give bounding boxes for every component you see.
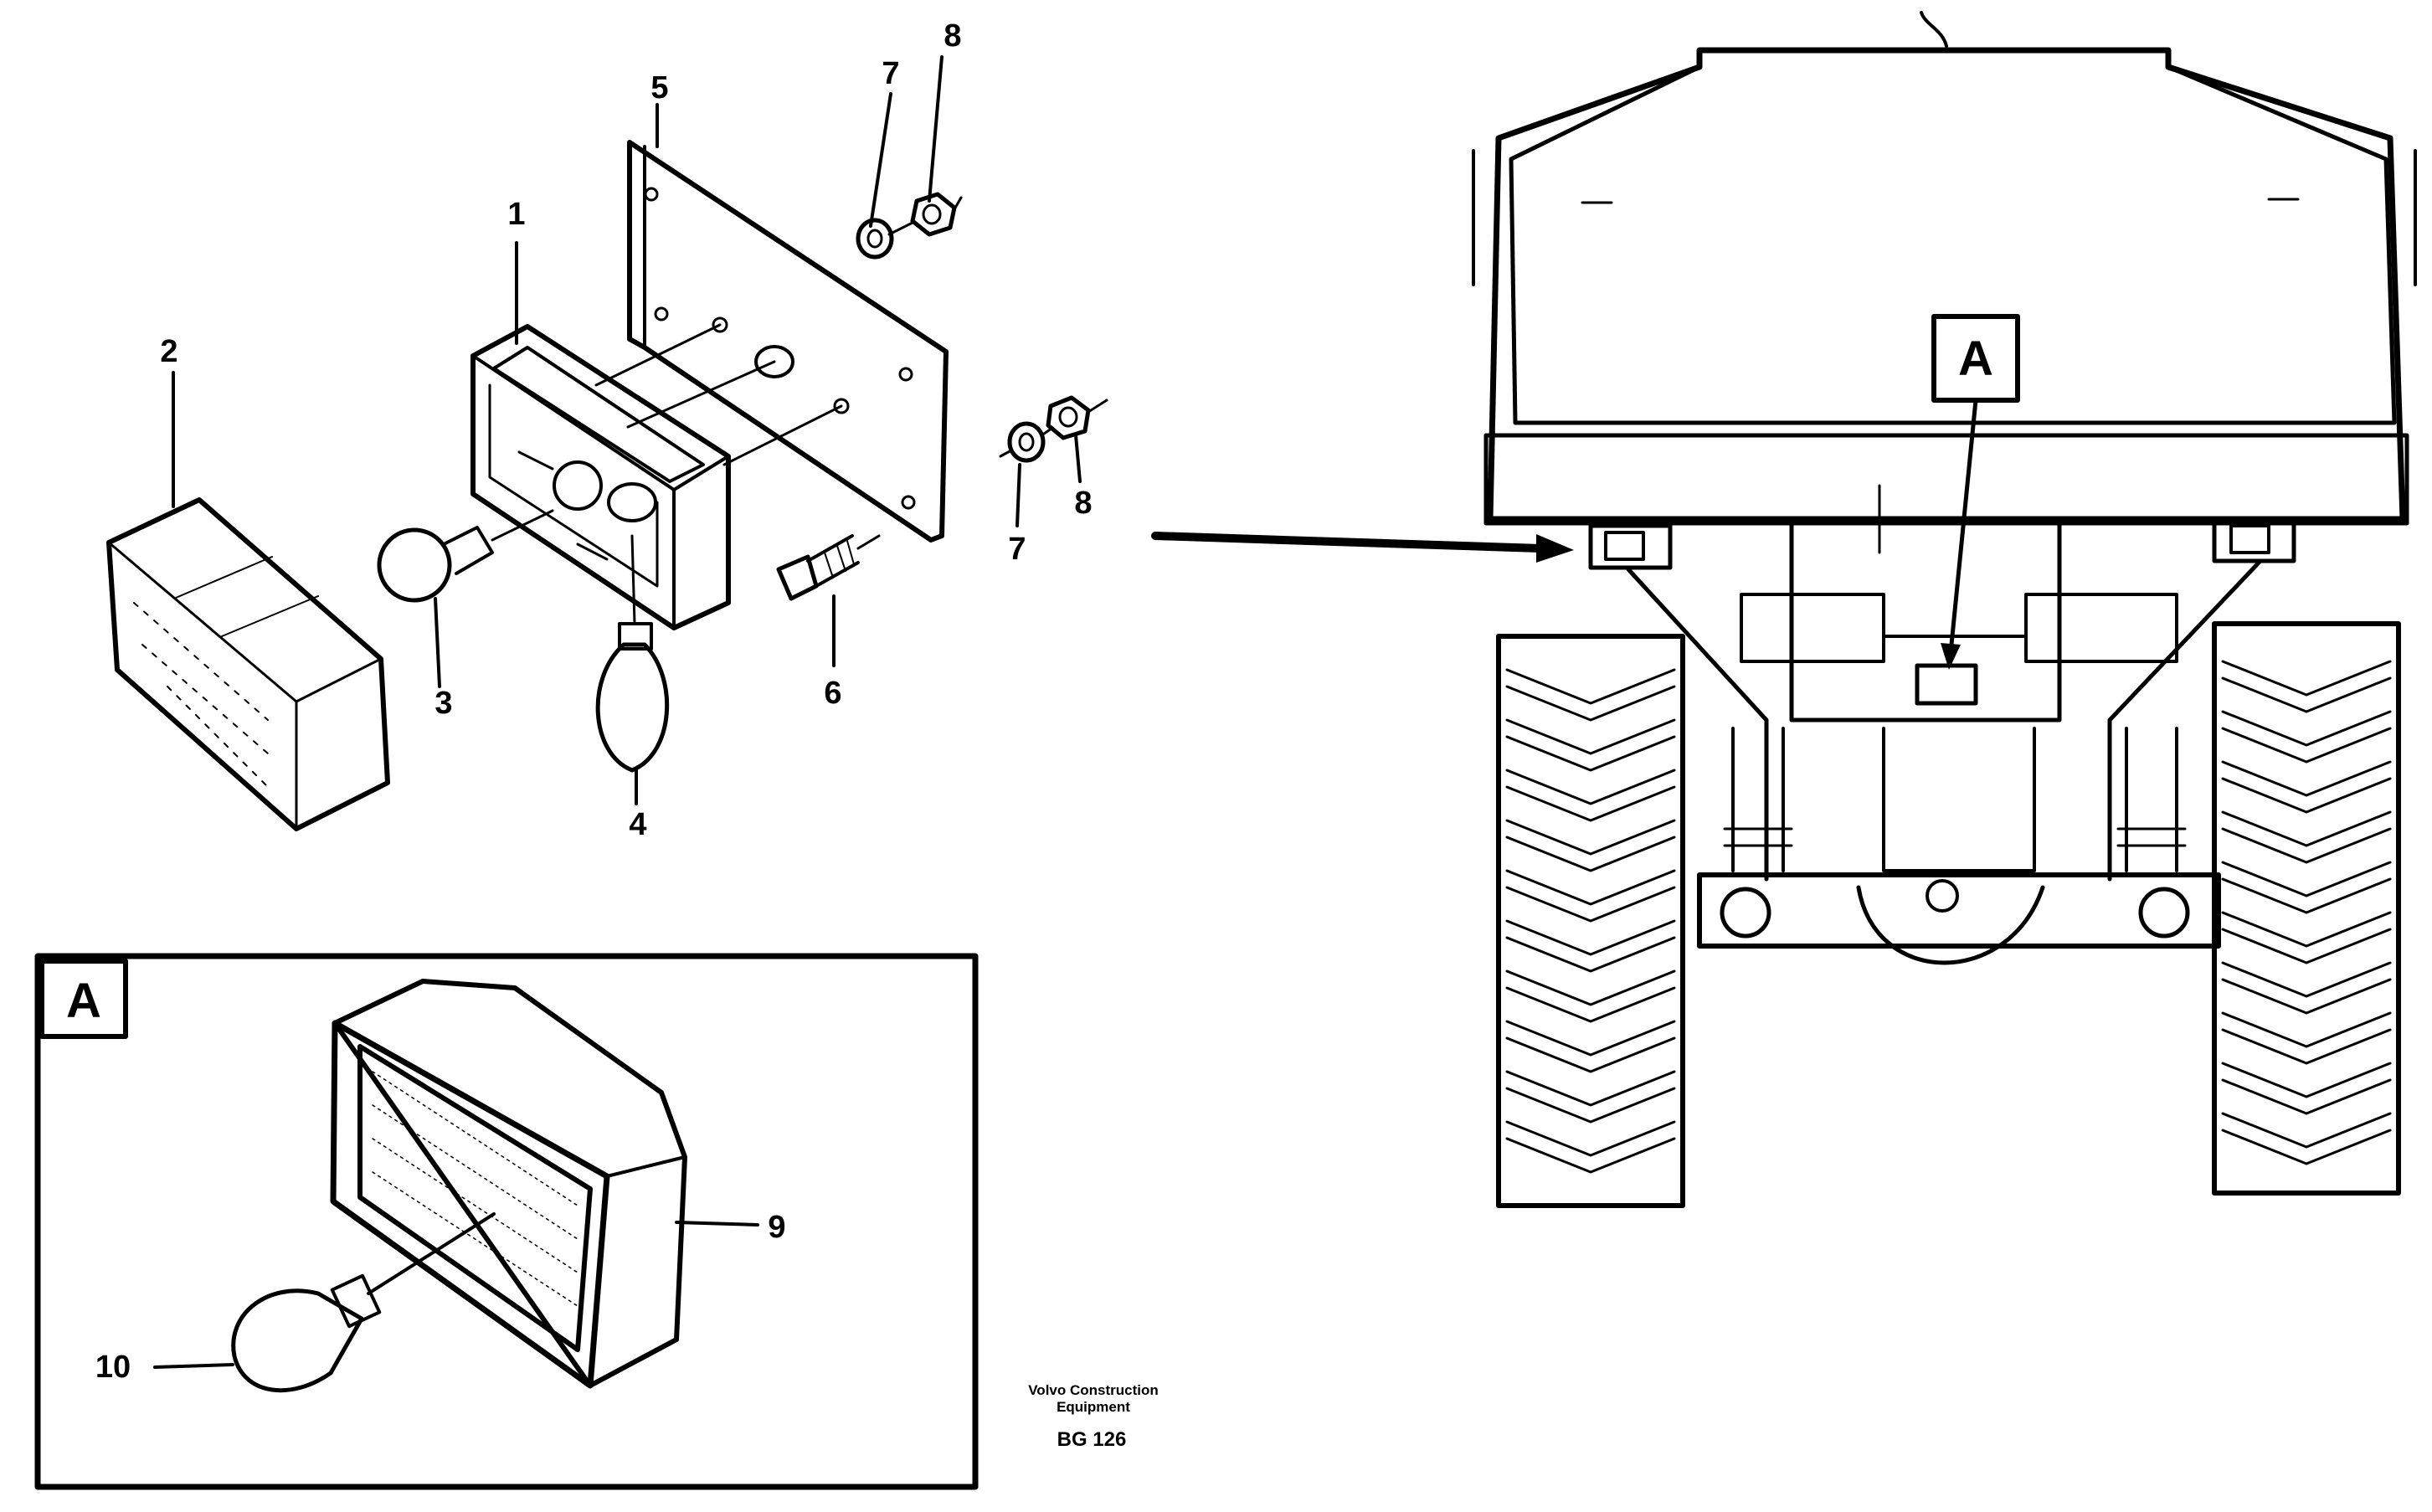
rear-lamp-exploded-view [106, 55, 1108, 831]
lower-washer-nut [999, 395, 1108, 463]
callout-2: 2 [160, 334, 177, 369]
company-name-line2: Equipment [1057, 1399, 1130, 1415]
callout-3: 3 [434, 686, 452, 721]
upper-washer-nut [856, 192, 963, 260]
hauler-rear-view [1472, 11, 2417, 1208]
callout-1: 1 [507, 197, 525, 232]
detail-a-marker [1931, 314, 2020, 670]
part-9-reversing-lamp [330, 979, 759, 1389]
company-name-line1: Volvo Construction [1028, 1382, 1159, 1398]
left-tire [1496, 634, 1685, 1208]
drawing-code: BG 126 [1057, 1428, 1127, 1451]
part-4-large-bulb [595, 534, 670, 805]
leader-lines [172, 55, 1082, 667]
right-tire [2212, 621, 2401, 1196]
part-5-mounting-plate [594, 140, 949, 543]
callout-5: 5 [650, 70, 668, 105]
detail-marker-label: A [1958, 332, 1993, 386]
callout-7-upper: 7 [882, 56, 899, 91]
part-2-lens [106, 497, 390, 831]
callout-8-upper: 8 [943, 18, 961, 54]
part-1-housing [470, 324, 731, 630]
inset-label-box [39, 959, 128, 1039]
inset-a [34, 953, 979, 1490]
pointer-arrow [1151, 532, 1574, 563]
part-6-screw [776, 534, 881, 601]
callout-7-lower: 7 [1008, 532, 1026, 567]
part-3-small-bulb [377, 509, 554, 688]
callout-8-lower: 8 [1074, 486, 1092, 521]
callout-6: 6 [824, 676, 841, 711]
inset-label: A [66, 974, 101, 1028]
callout-4: 4 [629, 807, 646, 842]
callout-10: 10 [95, 1350, 131, 1385]
part-10-bulb [153, 1212, 496, 1393]
callout-9: 9 [768, 1210, 785, 1245]
